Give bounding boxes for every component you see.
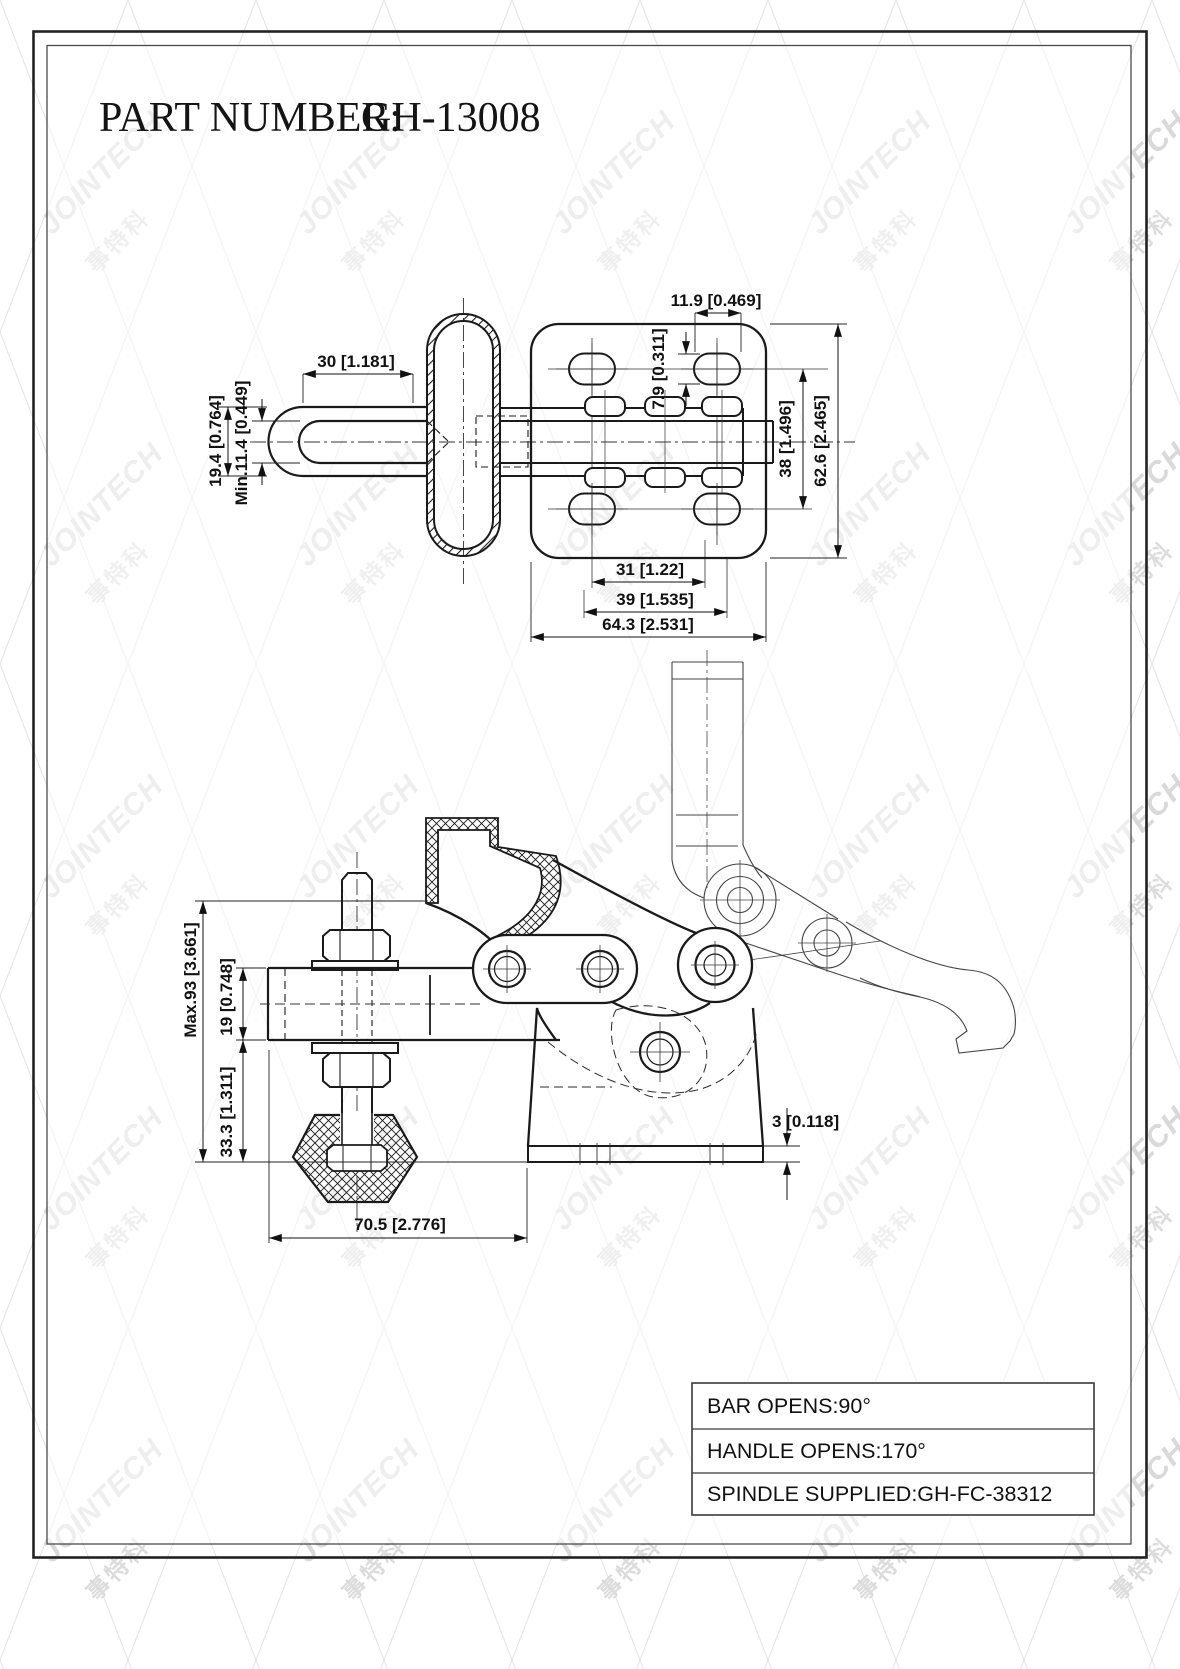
- dim-30: 30 [1.181]: [317, 352, 395, 371]
- spindle-lower: [291, 1042, 419, 1204]
- dim-33-3: 33.3 [1.311]: [217, 1067, 236, 1158]
- spec-row-handle-opens: HANDLE OPENS:170°: [707, 1439, 926, 1463]
- spec-row-spindle-supplied: SPINDLE SUPPLIED:GH-FC-38312: [707, 1482, 1052, 1506]
- dim-70-5: 70.5 [2.776]: [354, 1215, 446, 1234]
- top-view: 30 [1.181] 19.4 [0.764] Min.11.4 [0.449]…: [206, 291, 855, 642]
- spec-table: BAR OPENS:90° HANDLE OPENS:170° SPINDLE …: [691, 1382, 1095, 1516]
- dim-7-9: 7.9 [0.311]: [649, 328, 668, 409]
- hidden-lines: [540, 1005, 758, 1099]
- clamp-bar-side: [260, 966, 560, 1042]
- side-view: Max.93 [3.661] 19 [0.748] 33.3 [1.311] 3…: [181, 650, 1016, 1243]
- pivot-cluster: [471, 926, 754, 1082]
- base-plate-top-view: [529, 322, 768, 560]
- dim-39: 39 [1.535]: [616, 590, 694, 609]
- dim-19: 19 [0.748]: [217, 958, 236, 1036]
- sheet-border-outer: [32, 30, 1148, 1559]
- dim-11-9: 11.9 [0.469]: [671, 291, 762, 310]
- handle-top-view: [426, 312, 501, 557]
- clamp-body: [425, 858, 765, 1163]
- spindle: [311, 852, 399, 1232]
- dim-max-93: Max.93 [3.661]: [181, 922, 200, 1037]
- spec-row-bar-opens: BAR OPENS:90°: [707, 1394, 871, 1418]
- dim-62-6: 62.6 [2.465]: [811, 395, 830, 487]
- dim-38: 38 [1.496]: [776, 400, 795, 478]
- dim-64-3: 64.3 [2.531]: [602, 615, 694, 634]
- part-number-label: PART NUMBER:: [99, 95, 401, 141]
- dim-31: 31 [1.22]: [616, 560, 684, 579]
- title-block: PART NUMBER: GH-13008: [99, 95, 541, 141]
- dim-3: 3 [0.118]: [772, 1112, 839, 1131]
- part-number-value: GH-13008: [361, 95, 541, 141]
- sheet-border-inner: [46, 44, 1132, 1545]
- dim-19-4: 19.4 [0.764]: [206, 395, 225, 487]
- dim-min-11-4: Min.11.4 [0.449]: [232, 381, 251, 506]
